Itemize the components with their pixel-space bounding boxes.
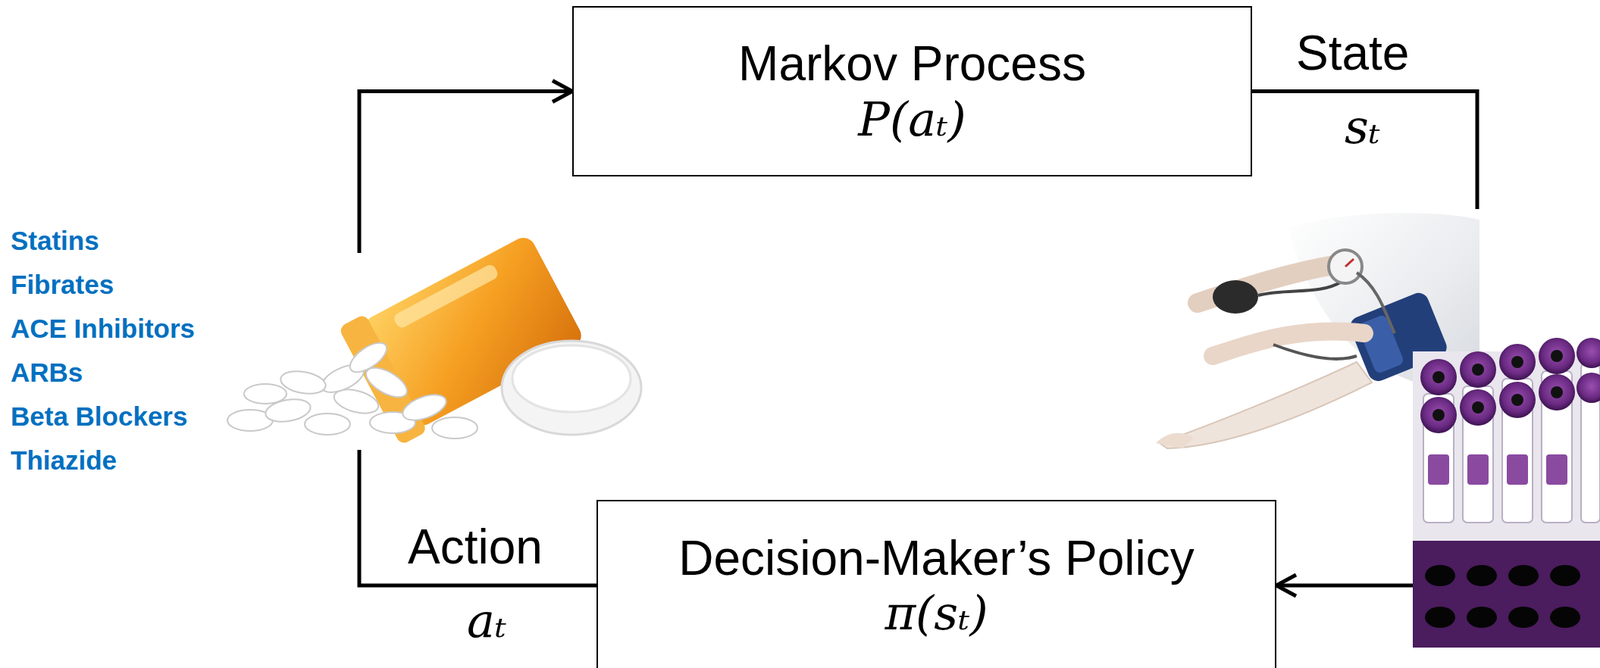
feedback-connector bbox=[359, 81, 597, 587]
drug-name: Beta Blockers bbox=[10, 401, 188, 433]
math-expression: π(sₜ) bbox=[884, 586, 988, 641]
action-label: Action bbox=[404, 519, 546, 577]
box-title: Decision-Maker’s Policy bbox=[678, 531, 1195, 588]
policy-box: Decision-Maker’s Policyπ(sₜ) bbox=[596, 500, 1277, 668]
state-symbol: sₜ bbox=[1341, 100, 1384, 154]
arrow-head bbox=[1276, 575, 1297, 597]
drug-name: ACE Inhibitors bbox=[10, 313, 195, 345]
action-symbol: aₜ bbox=[463, 594, 510, 649]
box-title: Markov Process bbox=[738, 36, 1087, 93]
math-expression: P(aₜ) bbox=[857, 92, 966, 147]
arrow-head bbox=[552, 81, 573, 103]
test-tube-illustration bbox=[1412, 338, 1600, 649]
drug-name: ARBs bbox=[10, 357, 83, 389]
state-label: State bbox=[1293, 25, 1413, 82]
drug-name: Fibrates bbox=[10, 269, 114, 301]
blood-pressure-illustration bbox=[1152, 209, 1480, 449]
pill-bottle-illustration bbox=[224, 228, 654, 451]
drug-name: Statins bbox=[10, 225, 100, 257]
connector-line bbox=[359, 91, 597, 587]
drug-name: Thiazide bbox=[10, 445, 117, 476]
process-box: Markov ProcessP(aₜ) bbox=[572, 6, 1253, 177]
